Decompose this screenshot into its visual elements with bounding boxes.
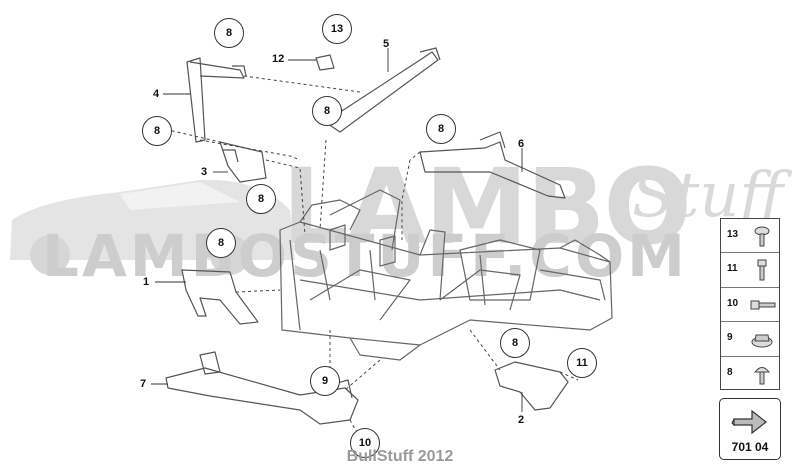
page-reference-number: 701 04	[731, 440, 769, 454]
watermark-brand: LAMBO	[282, 146, 692, 268]
flange-nut-icon	[751, 334, 773, 348]
callout-8[interactable]: 8	[312, 96, 342, 126]
part-2-bracket	[494, 361, 569, 411]
part-12-bracket	[315, 54, 335, 71]
legend-num: 11	[727, 263, 738, 275]
callout-8[interactable]: 8	[246, 184, 276, 214]
part-label-2: 2	[518, 414, 525, 426]
part-label-6: 6	[518, 138, 525, 150]
long-bolt-icon	[750, 300, 776, 310]
part-leaders	[151, 48, 523, 412]
part-1-bracket	[181, 269, 259, 325]
legend-row: 11	[721, 253, 779, 288]
leader-lines	[159, 75, 579, 439]
callout-8[interactable]: 8	[142, 116, 172, 146]
page-reference-link[interactable]: 701 04	[719, 398, 781, 460]
part-label-1: 1	[143, 276, 150, 288]
callout-8[interactable]: 8	[206, 228, 236, 258]
legend-row: 8	[721, 357, 779, 391]
part-5-beam	[324, 47, 441, 133]
part-label-7: 7	[140, 378, 147, 390]
part-label-3: 3	[201, 166, 208, 178]
bolt-icon	[757, 259, 767, 281]
pan-head-screw-icon	[753, 366, 771, 385]
part-3-bracket	[219, 141, 267, 183]
legend-row: 10	[721, 288, 779, 323]
part-label-12: 12	[272, 53, 285, 65]
part-label-4: 4	[153, 88, 160, 100]
main-frame	[279, 189, 613, 361]
part-6-crossmember	[419, 131, 566, 199]
callout-9[interactable]: 9	[310, 366, 340, 396]
callout-8[interactable]: 8	[500, 328, 530, 358]
legend-row: 9	[721, 322, 779, 357]
part-label-5: 5	[383, 38, 390, 50]
legend-num: 9	[727, 332, 733, 344]
legend-num: 8	[727, 366, 733, 378]
callout-13[interactable]: 13	[322, 14, 352, 44]
callout-11[interactable]: 11	[567, 348, 597, 378]
arrow-right-icon	[731, 409, 767, 435]
fastener-legend: 13 11 10 9	[720, 218, 780, 390]
callout-8[interactable]: 8	[214, 18, 244, 48]
footer-credit: BullStuff 2012	[346, 448, 454, 465]
legend-row: 13	[721, 219, 779, 254]
callout-8[interactable]: 8	[426, 114, 456, 144]
callout-10[interactable]: 10	[350, 428, 380, 458]
part-4-upright	[186, 57, 247, 143]
torx-screw-icon	[754, 226, 770, 247]
watermark-url: LAMBOSTUFF.COM	[42, 222, 688, 290]
legend-num: 10	[727, 297, 739, 309]
legend-num: 13	[727, 229, 739, 240]
